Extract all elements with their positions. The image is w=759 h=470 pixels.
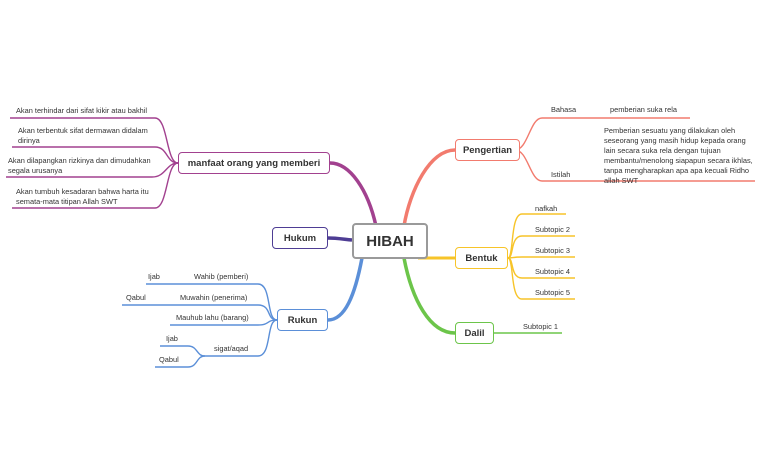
manfaat-connectors xyxy=(6,117,378,227)
dalil-connectors xyxy=(402,257,562,335)
pengertian-istilah-label[interactable]: Istilah xyxy=(551,170,571,179)
pengertian-istilah-value[interactable]: Pemberian sesuatu yang dilakukan oleh se… xyxy=(604,126,753,185)
rukun-sigat-qabul[interactable]: Qabul xyxy=(159,355,179,364)
pengertian-bahasa-value[interactable]: pemberian suka rela xyxy=(610,105,677,114)
pengertian-bahasa-label[interactable]: Bahasa xyxy=(551,105,577,114)
manfaat-item-2[interactable]: Akan terbentuk sifat dermawan didalam di… xyxy=(18,126,148,145)
bentuk-item-4[interactable]: Subtopic 4 xyxy=(535,267,570,276)
rukun-wahib-ijab[interactable]: Ijab xyxy=(148,272,160,281)
bentuk-item-5[interactable]: Subtopic 5 xyxy=(535,288,570,297)
topic-hukum[interactable]: Hukum xyxy=(272,227,328,249)
manfaat-item-4[interactable]: Akan tumbuh kesadaran bahwa harta itu se… xyxy=(16,187,149,206)
rukun-muwahin-qabul[interactable]: Qabul xyxy=(126,293,146,302)
bentuk-item-2[interactable]: Subtopic 2 xyxy=(535,225,570,234)
dalil-item-1[interactable]: Subtopic 1 xyxy=(523,322,558,331)
topic-pengertian[interactable]: Pengertian xyxy=(455,139,520,161)
central-topic[interactable]: HIBAH xyxy=(352,223,428,259)
topic-manfaat[interactable]: manfaat orang yang memberi xyxy=(178,152,330,174)
hukum-connectors xyxy=(327,236,353,242)
rukun-sigat[interactable]: sigat/aqad xyxy=(214,344,249,353)
rukun-muwahin[interactable]: Muwahin (penerima) xyxy=(180,293,248,302)
topic-dalil[interactable]: Dalil xyxy=(455,322,494,344)
rukun-connectors xyxy=(122,257,364,368)
bentuk-item-1[interactable]: nafkah xyxy=(535,204,558,213)
bentuk-item-3[interactable]: Subtopic 3 xyxy=(535,246,570,255)
topic-bentuk[interactable]: Bentuk xyxy=(455,247,508,269)
rukun-mauhub[interactable]: Mauhub lahu (barang) xyxy=(176,313,249,322)
manfaat-item-1[interactable]: Akan terhindar dari sifat kikir atau bak… xyxy=(16,106,148,115)
manfaat-item-3[interactable]: Akan dilapangkan rizkinya dan dimudahkan… xyxy=(8,156,151,175)
topic-rukun[interactable]: Rukun xyxy=(277,309,328,331)
rukun-wahib[interactable]: Wahib (pemberi) xyxy=(194,272,249,281)
rukun-sigat-ijab[interactable]: Ijab xyxy=(166,334,178,343)
